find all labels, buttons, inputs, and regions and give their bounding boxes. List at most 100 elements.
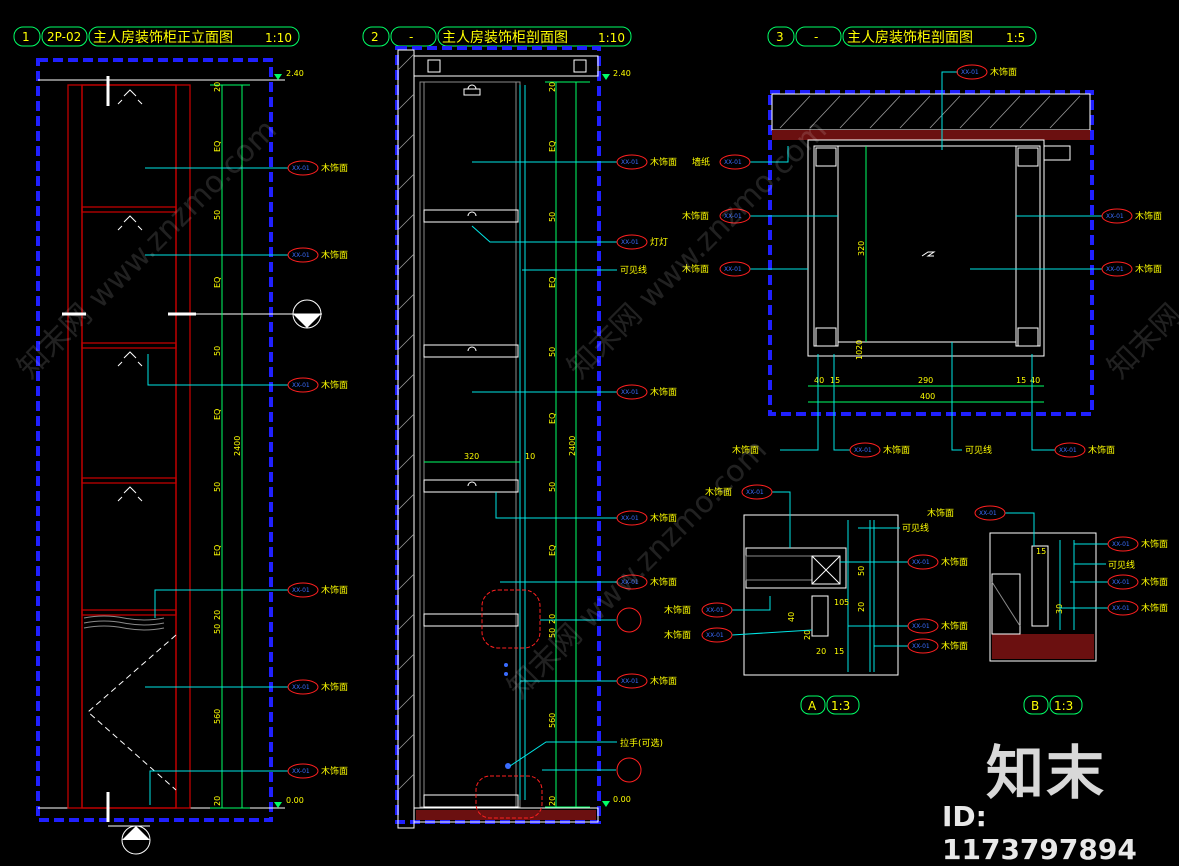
dim-label: 290 [918,376,933,385]
svg-text:木饰面: 木饰面 [650,576,677,588]
dim-label: 50 [548,212,557,222]
dim-label: 50 [213,210,222,220]
svg-text:可见线: 可见线 [902,522,929,534]
svg-text:XX-01: XX-01 [621,239,639,246]
dim-label: 20 [213,82,222,92]
drawing-number: 1 [22,30,30,44]
svg-text:木饰面: 木饰面 [883,444,910,456]
dim-label: 50 [213,482,222,492]
dim-label: 20 [213,796,222,806]
svg-text:XX-01: XX-01 [1112,605,1130,612]
svg-text:XX-01: XX-01 [961,69,979,76]
section-view-3: 320 10 20 40 15 290 15 40 400 XX-01 木饰面 … [682,64,1162,458]
svg-text:可见线: 可见线 [620,264,647,276]
svg-text:木饰面: 木饰面 [941,556,968,568]
svg-text:XX-01: XX-01 [621,515,639,522]
svg-text:2.40: 2.40 [613,69,631,78]
dim-label: 50 [213,346,222,356]
dim-total: 400 [920,392,935,401]
dim-label: 40 [814,376,824,385]
dim-label: 20 [548,82,557,92]
watermark-text: 知末网 www.znzmo.com [11,113,284,386]
svg-text:XX-01: XX-01 [912,643,930,650]
svg-text:木饰面: 木饰面 [650,156,677,168]
elevation-view-1: 20 EQ 50 EQ 50 EQ 50 EQ 20 50 560 20 240… [36,58,348,855]
dim-label: 15 [834,647,844,656]
downlight-icons [117,89,143,502]
svg-text:拉手(可选): 拉手(可选) [620,737,663,749]
shelf-sections [423,209,519,808]
material-callouts-3: XX-01 木饰面 XX-01 墙纸 XX-01 木饰面 XX-01 木饰面 X… [682,64,1162,458]
dim-label: 50 [548,347,557,357]
material-callouts-2: XX-01 木饰面 XX-01 灯灯 可见线 XX-01 木饰面 XX-01 木… [471,154,677,783]
svg-text:木饰面: 木饰面 [321,162,348,174]
dim-total: 2400 [233,436,242,456]
svg-text:XX-01: XX-01 [1059,447,1077,454]
svg-text:XX-01: XX-01 [724,266,742,273]
svg-text:木饰面: 木饰面 [1141,576,1168,588]
svg-text:XX-01: XX-01 [912,623,930,630]
svg-text:0.00: 0.00 [286,796,304,805]
svg-text:XX-01: XX-01 [746,489,764,496]
dim-label: 20 [213,610,222,620]
drawing-title: 主人房装饰柜剖面图 [847,30,973,46]
svg-text:木饰面: 木饰面 [650,675,677,687]
svg-text:木饰面: 木饰面 [682,263,709,275]
detail-scale: 1:3 [1054,699,1073,713]
svg-text:XX-01: XX-01 [979,510,997,517]
svg-text:XX-01: XX-01 [621,389,639,396]
dim-label: 10 [855,350,864,360]
drawing-scale: 1:10 [265,31,292,45]
svg-text:墙纸: 墙纸 [692,156,710,168]
svg-text:2.40: 2.40 [286,69,304,78]
svg-text:木饰面: 木饰面 [650,386,677,398]
svg-text:XX-01: XX-01 [1112,541,1130,548]
svg-text:灯灯: 灯灯 [650,237,668,248]
detail-scale: 1:3 [831,699,850,713]
material-callouts-1: XX-01 木饰面 XX-01 木饰面 XX-01 木饰面 XX-01 木饰面 … [145,160,348,805]
drawing-code: - [814,30,818,44]
detail-label: A [808,699,817,713]
dim-label: 30 [1055,604,1064,614]
svg-text:木饰面: 木饰面 [732,444,759,456]
detail-b: 15 30 XX-01 木饰面 XX-01 木饰面 可见线 XX-01 木饰面 … [927,505,1168,715]
dim-label: EQ [213,545,222,556]
drawing-number: 3 [776,30,784,44]
watermark-layer: 知末网 www.znzmo.com 知末网 www.znzmo.com 知末网 … [11,113,1179,706]
dim-label: 560 [548,713,557,728]
image-id: ID: 1173797894 [942,800,1137,866]
dim-label: 20 [857,602,866,612]
wood-grain-band [83,615,165,631]
svg-text:XX-01: XX-01 [621,678,639,685]
svg-text:木饰面: 木饰面 [664,604,691,616]
drawing-title: 主人房装饰柜剖面图 [442,30,568,46]
dim-label: 20 [803,630,812,640]
watermark-text: 知末网 www.znzmo.com [561,113,834,386]
svg-text:木饰面: 木饰面 [1141,538,1168,550]
dim-label: 50 [857,566,866,576]
wall-hatch [397,53,415,791]
svg-text:可见线: 可见线 [1108,559,1135,571]
svg-text:木饰面: 木饰面 [1088,444,1115,456]
svg-text:XX-01: XX-01 [854,447,872,454]
dim-label: 5 [844,598,849,607]
svg-text:木饰面: 木饰面 [321,379,348,391]
svg-text:XX-01: XX-01 [621,159,639,166]
dim-label: EQ [548,277,557,288]
svg-text:0.00: 0.00 [613,795,631,804]
dim-label: EQ [213,409,222,420]
svg-text:木饰面: 木饰面 [664,629,691,641]
svg-text:木饰面: 木饰面 [1135,210,1162,222]
section-view-2: 20 EQ 50 EQ 50 EQ 50 EQ 20 50 560 20 240… [395,46,677,829]
svg-text:XX-01: XX-01 [292,768,310,775]
svg-text:木饰面: 木饰面 [941,620,968,632]
svg-text:XX-01: XX-01 [292,382,310,389]
level-marker-top: 2.40 [274,69,304,80]
drawing-number: 2 [371,30,379,44]
downlight-icons [463,84,481,493]
dim-label: 50 [213,624,222,634]
dimension-chain-2: 20 EQ 50 EQ 50 EQ 50 EQ 20 50 560 20 240… [424,81,590,808]
drawing-scale: 1:5 [1006,31,1025,45]
drawing-scale: 1:10 [598,31,625,45]
